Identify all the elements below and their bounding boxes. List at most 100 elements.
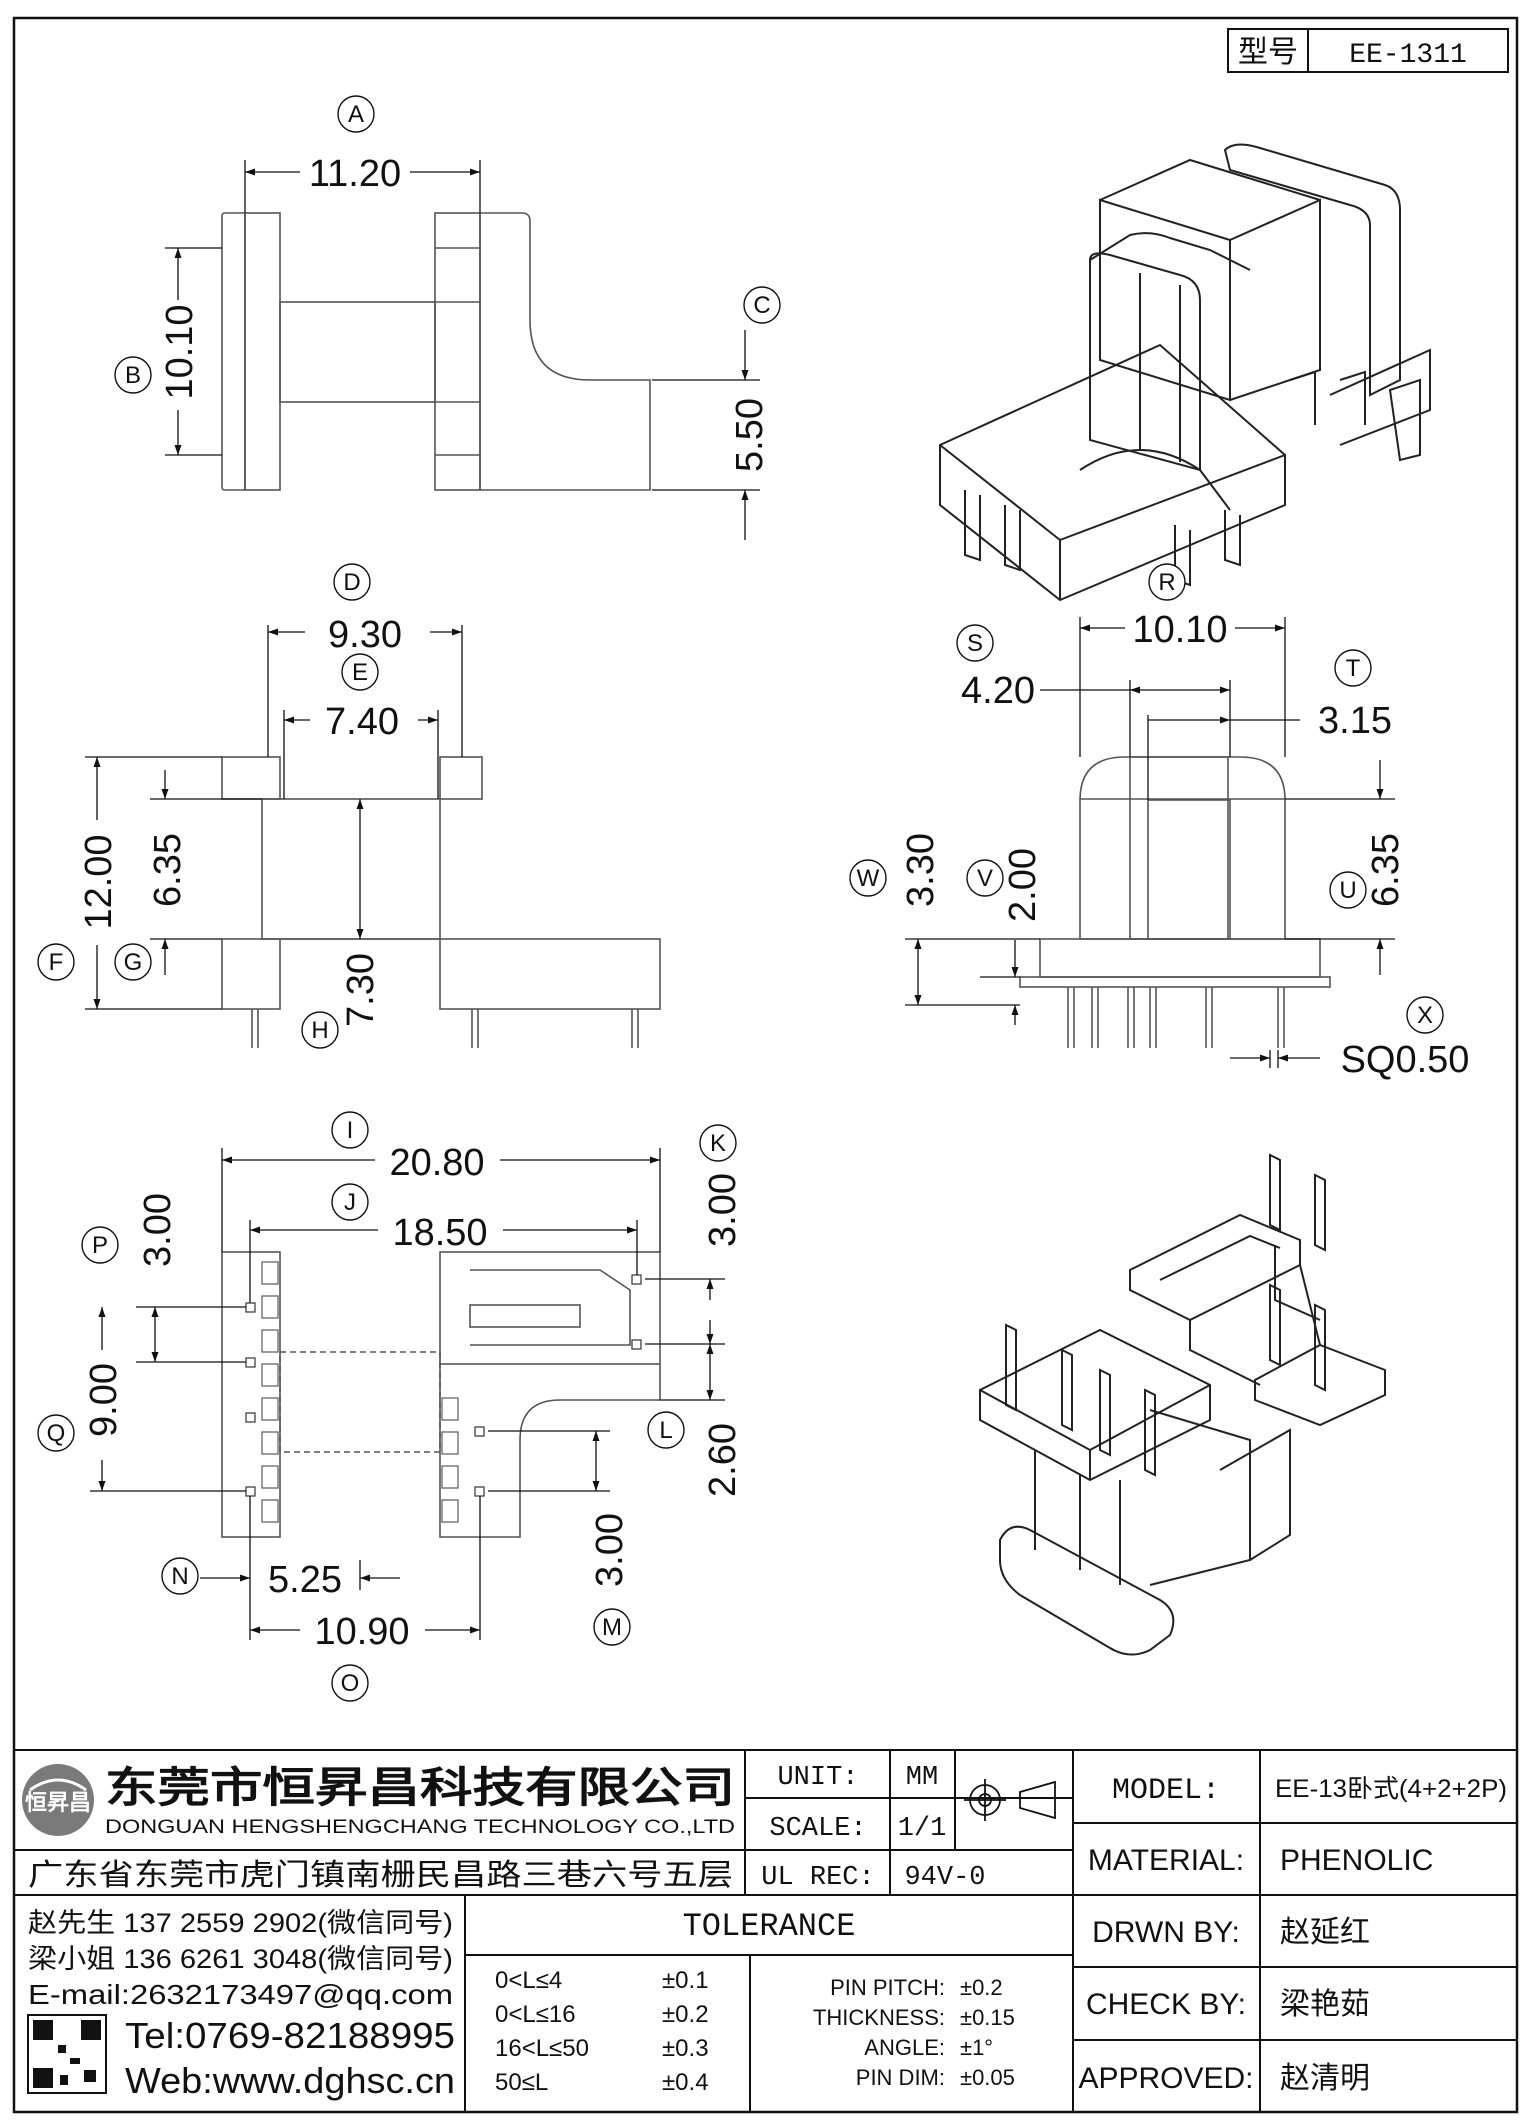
callout-C — [743, 286, 781, 324]
dim-L-value: 2.60 — [702, 1423, 744, 1497]
header-model-value: EE-1311 — [1349, 40, 1467, 71]
callout-R — [1148, 563, 1186, 601]
callout-W-label: W — [857, 865, 880, 892]
tolerance-value-1: ±0.1 — [662, 1967, 709, 1994]
callout-V-label: V — [977, 865, 993, 892]
dim-S-value: 4.20 — [961, 670, 1035, 712]
callout-Q — [37, 1414, 75, 1452]
callout-A-label: A — [348, 101, 364, 128]
callout-F-label: F — [49, 949, 64, 976]
dim-W-value: 3.30 — [900, 833, 942, 907]
callout-L-label: L — [659, 1417, 672, 1444]
pin-dim-label: PIN DIM: — [856, 2065, 945, 2090]
company-name-en: DONGUAN HENGSHENGCHANG TECHNOLOGY CO.,LT… — [105, 1817, 735, 1838]
thickness-value: ±0.15 — [960, 2005, 1015, 2030]
pin-dim-value: ±0.05 — [960, 2065, 1015, 2090]
callout-U — [1329, 871, 1367, 909]
check-by-value: 梁艳茹 — [1280, 1988, 1370, 2021]
title-block — [14, 1749, 1517, 2112]
tolerance-range-2: 0<L≤16 — [495, 2001, 576, 2028]
contact-2: 梁小姐 136 6261 3048(微信同号) — [28, 1944, 453, 1974]
callout-H — [301, 1011, 339, 1049]
dim-F-value: 12.00 — [78, 834, 120, 929]
email: E-mail:2632173497@qq.com — [28, 1979, 453, 2010]
contact-1: 赵先生 137 2559 2902(微信同号) — [28, 1908, 453, 1938]
dim-D-value: 9.30 — [328, 614, 402, 656]
material-value: PHENOLIC — [1280, 1844, 1433, 1877]
top-view-dims — [165, 160, 760, 540]
dim-T-value: 3.15 — [1318, 700, 1392, 742]
callout-G-label: G — [124, 949, 143, 976]
model-label: MODEL: — [1112, 1774, 1220, 1808]
callout-C-label: C — [753, 292, 770, 319]
thickness-label: THICKNESS: — [813, 2005, 945, 2030]
tolerance-value-3: ±0.3 — [662, 2035, 709, 2062]
dim-B-value: 10.10 — [159, 304, 201, 399]
callout-L — [647, 1411, 685, 1449]
callout-X-label: X — [1417, 1002, 1433, 1029]
callout-D-label: D — [343, 569, 360, 596]
callout-T-label: T — [1346, 655, 1361, 682]
scale-label: SCALE: — [769, 1814, 866, 1844]
dim-X-value: SQ0.50 — [1341, 1039, 1470, 1081]
dim-E-value: 7.40 — [325, 701, 399, 743]
top-view — [221, 212, 651, 491]
callout-S — [956, 624, 994, 662]
ul-label: UL REC: — [761, 1863, 874, 1893]
callout-X — [1406, 996, 1444, 1034]
tolerance-title: TOLERANCE — [683, 1908, 856, 1945]
callout-W — [849, 859, 887, 897]
callout-K — [699, 1124, 737, 1162]
dim-J-value: 18.50 — [392, 1212, 487, 1254]
isometric-view-bottom — [979, 1153, 1386, 1656]
pin-pitch-value: ±0.2 — [960, 1975, 1003, 2000]
header-model-label: 型号 — [1238, 36, 1298, 69]
tolerance-value-2: ±0.2 — [662, 2001, 709, 2028]
dim-M-value: 3.00 — [589, 1513, 631, 1587]
company-logo: 恒昇昌 — [22, 1764, 94, 1836]
dim-U-value: 6.35 — [1365, 833, 1407, 907]
front-view — [221, 756, 661, 1048]
callouts — [37, 95, 1444, 1702]
callout-I-label: I — [347, 1117, 354, 1144]
dim-A-value: 11.20 — [309, 153, 401, 195]
dim-C-value: 5.50 — [729, 398, 771, 472]
check-by-label: CHECK BY: — [1086, 1988, 1246, 2021]
callout-G — [114, 943, 152, 981]
callout-Q-label: Q — [47, 1420, 66, 1447]
pin-pitch-label: PIN PITCH: — [830, 1975, 945, 2000]
tel: Tel:0769-82188995 — [125, 2015, 455, 2056]
other-tolerance-table: PIN PITCH: ±0.2 THICKNESS: ±0.15 ANGLE: … — [813, 1975, 1015, 2090]
model-value: EE-13卧式(4+2+2P) — [1275, 1775, 1507, 1803]
sheet-border — [12, 16, 1519, 2114]
scale-value: 1/1 — [898, 1814, 947, 1844]
logo-text: 恒昇昌 — [25, 1790, 91, 1815]
callout-N-label: N — [171, 1563, 188, 1590]
callout-P-label: P — [92, 1232, 108, 1259]
side-view — [1019, 756, 1331, 1048]
header-model-box: 型号 EE-1311 — [1227, 28, 1509, 73]
ul-value: 94V-0 — [904, 1863, 985, 1893]
company-name-cn: 东莞市恒昇昌科技有限公司 — [105, 1764, 735, 1811]
dim-G-value: 6.35 — [147, 833, 189, 907]
callout-U-label: U — [1339, 877, 1356, 904]
callout-O-label: O — [341, 1670, 360, 1697]
callout-P — [81, 1226, 119, 1264]
approved-value: 赵清明 — [1280, 2062, 1370, 2095]
tolerance-range-1: 0<L≤4 — [495, 1967, 562, 1994]
unit-value: MM — [906, 1763, 938, 1793]
callout-V — [966, 859, 1004, 897]
dim-O-value: 10.90 — [314, 1611, 409, 1653]
dim-H-value: 7.30 — [340, 953, 382, 1027]
callout-M-label: M — [602, 1614, 622, 1641]
callout-B-label: B — [125, 362, 141, 389]
projection-symbol — [964, 1779, 1056, 1821]
callout-S-label: S — [967, 630, 983, 657]
tolerance-range-4: 50≤L — [495, 2069, 548, 2096]
callout-A — [337, 95, 375, 133]
callout-F — [37, 943, 75, 981]
side-view-dims — [905, 617, 1395, 1068]
callout-N — [161, 1557, 199, 1595]
callout-J-label: J — [344, 1189, 356, 1216]
callout-M — [593, 1608, 631, 1646]
